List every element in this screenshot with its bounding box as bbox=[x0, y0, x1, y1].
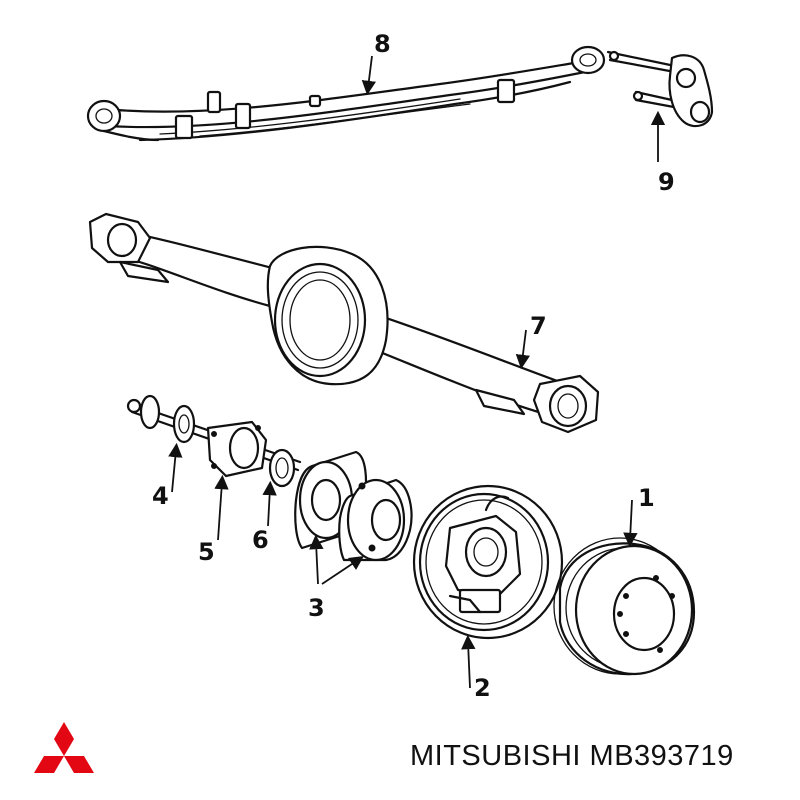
axle-housing bbox=[88, 212, 600, 434]
leader-3a bbox=[309, 534, 324, 585]
callout-4: 4 bbox=[152, 482, 169, 510]
leader-2 bbox=[461, 634, 476, 689]
leader-5 bbox=[214, 474, 229, 541]
mitsubishi-logo-icon bbox=[34, 722, 94, 773]
callout-1: 1 bbox=[638, 484, 655, 512]
callout-7: 7 bbox=[530, 312, 547, 340]
leaf-spring bbox=[86, 45, 606, 142]
brake-backing-plate bbox=[412, 484, 564, 640]
callout-9: 9 bbox=[658, 168, 675, 196]
callout-5: 5 bbox=[198, 538, 215, 566]
logo-diamonds bbox=[34, 722, 94, 773]
callout-2: 2 bbox=[474, 674, 491, 702]
leader-6 bbox=[262, 480, 277, 527]
callout-3: 3 bbox=[308, 594, 325, 622]
leader-3b bbox=[321, 556, 364, 585]
leader-8 bbox=[361, 55, 377, 96]
leader-4 bbox=[168, 442, 183, 493]
callout-8: 8 bbox=[374, 30, 391, 58]
oil-seal bbox=[268, 448, 296, 488]
brand-name: MITSUBISHI bbox=[410, 740, 581, 772]
brand-part-caption: MITSUBISHI MB393719 bbox=[410, 740, 734, 773]
brake-drum bbox=[553, 537, 696, 676]
leader-1 bbox=[623, 499, 638, 548]
bearing-retainer bbox=[206, 420, 268, 478]
wheel-bearing bbox=[294, 450, 413, 562]
callout-6: 6 bbox=[252, 526, 269, 554]
leader-7 bbox=[515, 329, 531, 370]
part-number: MB393719 bbox=[589, 740, 734, 772]
u-bolt-shackle bbox=[606, 50, 714, 128]
